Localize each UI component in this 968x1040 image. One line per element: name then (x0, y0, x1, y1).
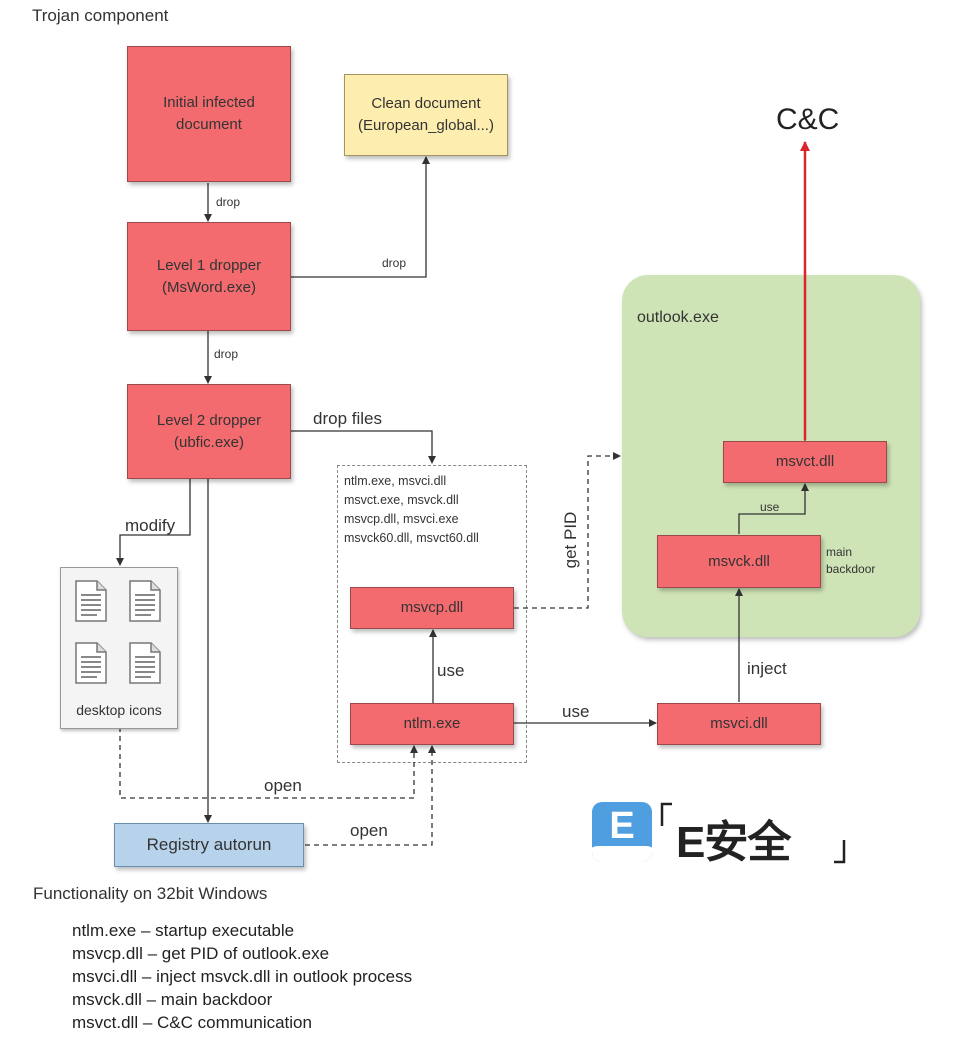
functionality-item: msvci.dll – inject msvck.dll in outlook … (72, 967, 413, 986)
cc-label: C&C (776, 103, 840, 136)
level2-dropper-node: Level 2 dropper (ubfic.exe) (127, 384, 291, 479)
registry-autorun-node: Registry autorun (114, 823, 304, 867)
msvcp-dll-node: msvcp.dll (350, 587, 514, 629)
edge-label-modify: modify (125, 516, 176, 535)
page-title: Trojan component (32, 6, 169, 25)
edge-label-drop: drop (214, 347, 239, 361)
ntlm-exe-node: ntlm.exe (350, 703, 514, 745)
logo-text: E安全 (676, 818, 791, 867)
dropped-files-list: ntlm.exe, msvci.dll msvct.exe, msvck.dll… (344, 472, 479, 548)
edge-label-inject: inject (747, 659, 787, 678)
edge-label-get-pid: get PID (561, 511, 580, 569)
functionality-item: msvcp.dll – get PID of outlook.exe (72, 944, 330, 963)
msvck-note: main backdoor (826, 545, 876, 576)
level1-dropper-node: Level 1 dropper (MsWord.exe) (127, 222, 291, 331)
edge-label-drop: drop (216, 195, 241, 209)
msvck-dll-node: msvck.dll (657, 535, 821, 588)
edge-label-use: use (760, 500, 780, 514)
files-list-line: msvck60.dll, msvct60.dll (344, 531, 479, 545)
edge-label-open: open (264, 776, 302, 795)
initial-infected-document-node: Initial infected document (127, 46, 291, 182)
edge-label-use: use (562, 702, 590, 721)
document-icon (75, 580, 107, 622)
edge-label-use: use (437, 661, 465, 680)
logo-letter: E (609, 804, 635, 847)
edge-label-drop: drop (382, 256, 407, 270)
msvct-dll-node: msvct.dll (723, 441, 887, 483)
files-list-line: msvct.exe, msvck.dll (344, 493, 459, 507)
document-icon (129, 642, 161, 684)
document-icon (129, 580, 161, 622)
functionality-item: msvck.dll – main backdoor (72, 990, 273, 1009)
desktop-icons-label: desktop icons (76, 702, 162, 718)
logo-cloud (592, 846, 652, 862)
functionality-item: ntlm.exe – startup executable (72, 921, 295, 940)
edge-label-drop-files: drop files (313, 409, 382, 428)
logo-brackets (660, 802, 846, 864)
functionality-item: msvct.dll – C&C communication (72, 1013, 312, 1032)
clean-document-node: Clean document (European_global...) (344, 74, 508, 156)
edge-label-open: open (350, 821, 388, 840)
files-list-line: msvcp.dll, msvci.exe (344, 512, 459, 526)
files-list-line: ntlm.exe, msvci.dll (344, 474, 447, 488)
e-security-logo-icon: E (592, 802, 652, 862)
outlook-container-label: outlook.exe (637, 309, 719, 326)
document-icon (75, 642, 107, 684)
functionality-heading: Functionality on 32bit Windows (33, 884, 268, 903)
desktop-icons-panel: desktop icons (60, 567, 178, 729)
edge-level2-to-files (291, 430, 436, 464)
msvci-dll-node: msvci.dll (657, 703, 821, 745)
